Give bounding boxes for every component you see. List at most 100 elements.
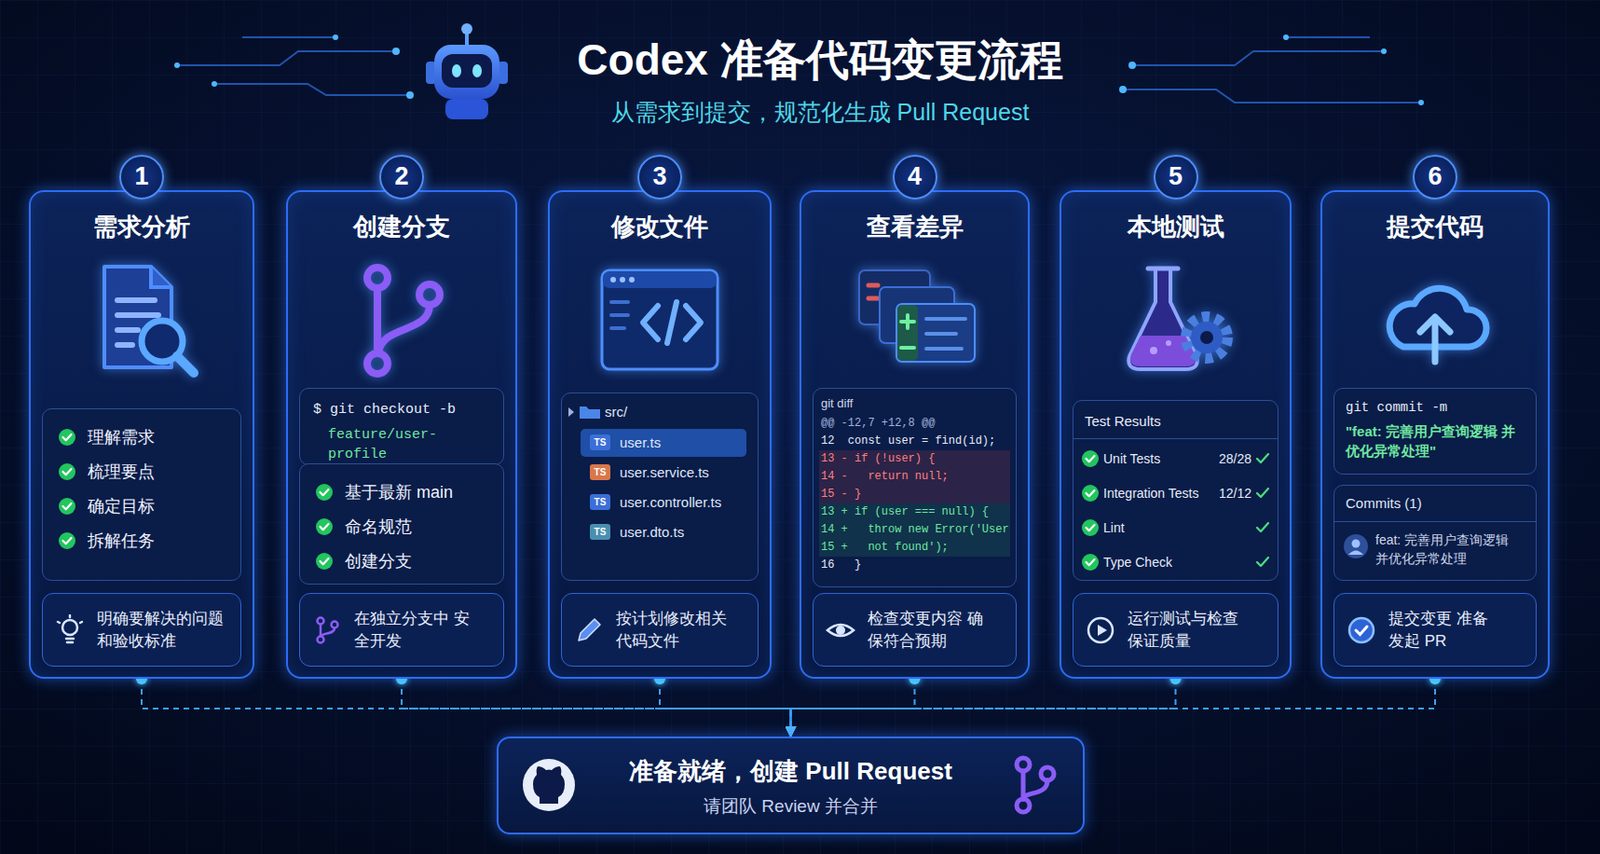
list-text: 基于最新 main [311,480,493,504]
title: Codex 准备代码变更流程 [354,31,1286,90]
foot-text: 明确要解决的问题 和验收标准 [96,607,230,653]
commits-text: feat: 完善用户查询逻辑 并优化异常处理 [1375,530,1523,568]
col-text: 修改文件 [549,210,770,244]
tests-text: Lint [1103,518,1125,537]
diff-text: 15 - } [819,485,1011,504]
num-text: 3 [639,156,681,197]
diff-text: 16 } [819,556,1011,575]
commits-text: Commits (1) [1345,493,1423,513]
num-text: 6 [1414,156,1456,197]
commit-text: git commit -m [1345,397,1525,418]
foot-box: 提交变更 准备发起 PR [1333,592,1537,667]
check-icon [1080,518,1100,537]
badge-text: TS [589,493,611,510]
col-text: 提交代码 [1322,210,1548,244]
check-icon [57,531,77,550]
badge-box: TS [589,523,611,540]
badge-text: TS [589,464,611,480]
avatar-icon [1343,533,1368,559]
dashed-connector [141,678,792,737]
diff-text: 14 - return null; [819,467,1011,486]
tick-mark [1255,451,1271,466]
cmd-box: $ git checkout -bfeature/user-profile [299,387,505,465]
tree-box: TSTSTSTSsrc/user.tsuser.service.tsuser.c… [560,392,759,581]
footer-icon [311,614,343,646]
diff-text: 15 + not found'); [819,538,1011,557]
subtitle: 从需求到提交，规范化生成 Pull Request [354,96,1286,128]
col-box: 2$ git checkout -bfeature/user-profile基于… [286,190,518,679]
col-box: 5Test ResultsUnit Tests28/28Integration … [1059,190,1292,679]
step-icon [1371,257,1499,384]
list-box: 基于最新 main命名规范创建分支 [299,463,505,585]
footer-icon [824,614,857,646]
tick-mark [1255,554,1271,570]
github-icon [519,754,579,815]
foot-text: 提交变更 准备发起 PR [1388,607,1503,653]
flow-arrow [1292,330,1320,338]
folder-icon [567,402,603,422]
badge-box: TS [589,464,611,480]
tests-box: Test ResultsUnit Tests28/28Integration T… [1072,399,1279,581]
num-box: 3 [637,154,683,200]
badge-box: TS [589,493,611,510]
flow-arrow [518,330,548,338]
foot-box: 检查变更内容 确保符合预期 [812,592,1017,667]
tree-text: src/ [604,403,628,421]
foot-text: 按计划修改相关 代码文件 [615,607,734,653]
tests-text: 12/12 [1218,483,1252,503]
bottom-box: 准备就绪，创建 Pull Request请团队 Review 并合并 [496,736,1085,835]
col-box: 6git commit -m"feat: 完善用户查询逻辑 并优化异常处理"Co… [1320,190,1550,679]
footer-icon [54,614,86,646]
dashed-connector [659,678,792,737]
check-icon [57,427,77,447]
foot-text: 检查变更内容 确保符合预期 [867,607,985,653]
badge-text: TS [589,434,611,451]
flow-arrow [255,330,286,338]
badge-box: TS [589,434,611,451]
tests-text: Unit Tests [1103,449,1161,468]
diff-text: git diff [819,394,1011,412]
num-text: 2 [381,156,423,197]
flow-arrow [772,330,799,338]
check-icon [57,462,77,481]
check-icon [314,517,334,536]
list-box: 理解需求梳理要点确定目标拆解任务 [41,408,242,581]
num-box: 4 [892,154,938,200]
num-text: 4 [894,156,936,197]
step-icon [78,257,206,384]
check-icon [1080,483,1100,503]
bottom-text: 请团队 Review 并合并 [498,793,1083,819]
step-icon [851,257,979,384]
col-box: 4git diff@@ -12,7 +12,8 @@12 const user … [799,190,1030,679]
diff-text: @@ -12,7 +12,8 @@ [819,414,1011,433]
flow-arrow [1030,330,1059,338]
dashed-connector [791,678,1436,737]
col-box: 3TSTSTSTSsrc/user.tsuser.service.tsuser.… [547,190,772,679]
list-text: 梳理要点 [54,460,230,483]
foot-box: 在独立分支中 安全开发 [299,592,505,667]
foot-text: 在独立分支中 安全开发 [354,607,472,653]
cmd-text: $ git checkout -b [313,399,491,420]
col-text: 需求分析 [30,210,253,244]
foot-text: 运行测试与检查 保证质量 [1127,607,1245,653]
step-icon [596,257,724,384]
check-icon [1080,449,1100,468]
check-icon [1080,552,1100,572]
footer-icon [573,614,605,646]
num-box: 2 [379,154,424,200]
branch-icon [1008,754,1061,815]
check-icon [314,551,334,571]
footer-icon [1345,614,1378,646]
num-box: 5 [1153,154,1199,200]
commit-text: "feat: 完善用户查询逻辑 并优化异常处理" [1345,421,1525,461]
step-icon [338,257,465,384]
check-icon [314,482,334,502]
commits-box: Commits (1) feat: 完善用户查询逻辑 并优化异常处理 [1333,484,1537,581]
diff-text: 14 + throw new Error('User [819,520,1011,539]
diff-text: 13 - if (!user) { [819,450,1011,468]
footer-icon [1084,614,1117,646]
list-text: 理解需求 [54,425,230,449]
col-text: 查看差异 [801,210,1028,244]
robot-icon [425,23,508,120]
